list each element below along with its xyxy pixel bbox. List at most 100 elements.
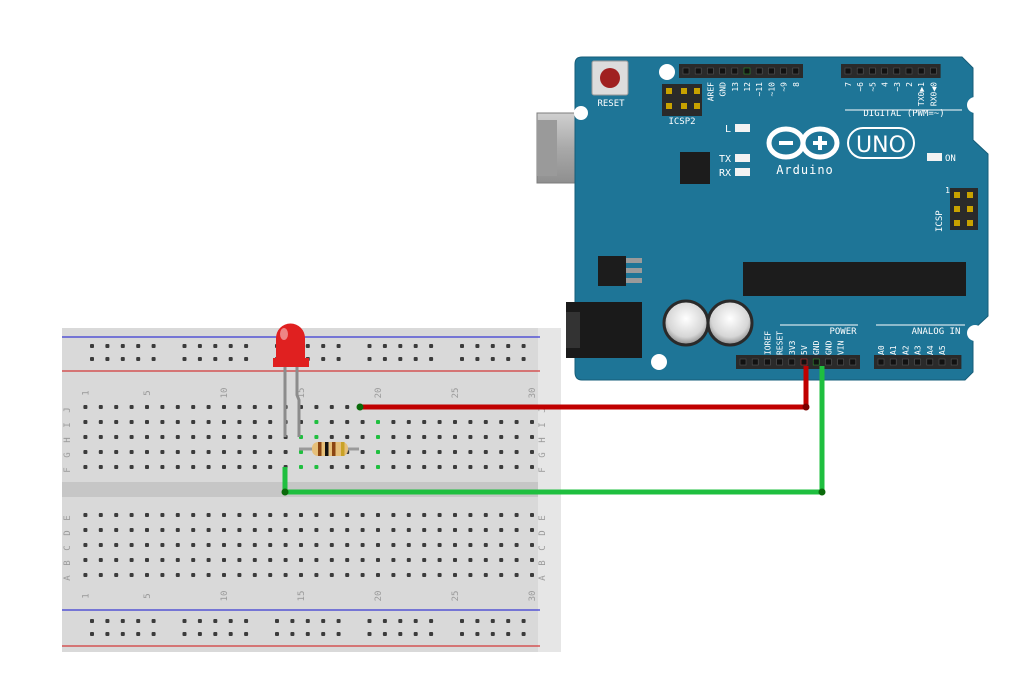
breadboard-hole[interactable] — [191, 465, 196, 469]
breadboard-hole[interactable] — [360, 420, 365, 424]
breadboard-hole[interactable] — [422, 420, 427, 424]
breadboard-hole[interactable] — [345, 513, 350, 517]
breadboard-hole[interactable] — [197, 344, 202, 348]
breadboard-hole[interactable] — [336, 619, 341, 623]
breadboard-hole[interactable] — [160, 543, 165, 547]
breadboard-hole[interactable] — [382, 619, 387, 623]
breadboard-hole[interactable] — [483, 513, 488, 517]
breadboard-hole[interactable] — [305, 344, 310, 348]
breadboard-hole[interactable] — [160, 420, 165, 424]
breadboard-hole[interactable] — [275, 632, 279, 636]
breadboard-hole[interactable] — [499, 465, 504, 469]
breadboard-hole[interactable] — [114, 528, 119, 532]
breadboard-hole[interactable] — [222, 435, 226, 439]
breadboard-hole[interactable] — [422, 513, 427, 517]
breadboard-hole[interactable] — [345, 543, 350, 547]
breadboard-hole[interactable] — [483, 420, 488, 424]
breadboard-hole[interactable] — [429, 619, 434, 623]
breadboard-hole[interactable] — [213, 344, 218, 348]
breadboard-hole[interactable] — [437, 513, 442, 517]
breadboard-hole[interactable] — [422, 528, 427, 532]
breadboard-hole[interactable] — [406, 420, 411, 424]
header-socket[interactable] — [768, 67, 775, 75]
header-socket[interactable] — [914, 358, 921, 366]
breadboard-hole[interactable] — [237, 573, 242, 577]
breadboard-hole[interactable] — [244, 632, 249, 636]
breadboard-hole[interactable] — [460, 344, 464, 348]
breadboard-hole[interactable] — [483, 543, 488, 547]
breadboard-hole[interactable] — [391, 450, 396, 454]
breadboard-hole[interactable] — [129, 450, 134, 454]
breadboard-hole[interactable] — [145, 558, 149, 562]
breadboard-hole[interactable] — [376, 435, 380, 439]
breadboard-hole[interactable] — [453, 435, 457, 439]
breadboard-hole[interactable] — [530, 435, 534, 439]
breadboard-hole[interactable] — [299, 573, 303, 577]
breadboard-hole[interactable] — [114, 573, 119, 577]
breadboard-hole[interactable] — [145, 465, 149, 469]
breadboard-hole[interactable] — [105, 619, 110, 623]
breadboard-hole[interactable] — [376, 528, 380, 532]
breadboard-hole[interactable] — [175, 558, 180, 562]
breadboard-hole[interactable] — [437, 435, 442, 439]
breadboard-hole[interactable] — [336, 632, 341, 636]
breadboard-hole[interactable] — [145, 573, 149, 577]
breadboard-hole[interactable] — [120, 357, 125, 361]
breadboard-hole[interactable] — [83, 405, 88, 409]
breadboard-hole[interactable] — [283, 513, 288, 517]
breadboard-hole[interactable] — [499, 435, 504, 439]
breadboard-hole[interactable] — [114, 405, 119, 409]
breadboard-hole[interactable] — [268, 543, 273, 547]
header-socket[interactable] — [881, 67, 888, 75]
breadboard-hole[interactable] — [98, 420, 103, 424]
breadboard-hole[interactable] — [329, 465, 334, 469]
breadboard-hole[interactable] — [382, 357, 387, 361]
breadboard-hole[interactable] — [114, 435, 119, 439]
breadboard-hole[interactable] — [299, 450, 303, 454]
breadboard-hole[interactable] — [514, 450, 519, 454]
breadboard-hole[interactable] — [336, 357, 341, 361]
breadboard-hole[interactable] — [129, 435, 134, 439]
breadboard-hole[interactable] — [129, 573, 134, 577]
breadboard-hole[interactable] — [514, 465, 519, 469]
breadboard-hole[interactable] — [120, 344, 125, 348]
header-socket[interactable] — [837, 358, 844, 366]
breadboard-hole[interactable] — [321, 632, 326, 636]
breadboard-hole[interactable] — [237, 465, 242, 469]
breadboard-hole[interactable] — [506, 357, 511, 361]
breadboard-hole[interactable] — [360, 558, 365, 562]
breadboard-hole[interactable] — [129, 513, 134, 517]
breadboard-hole[interactable] — [376, 543, 380, 547]
breadboard-hole[interactable] — [222, 405, 226, 409]
breadboard-hole[interactable] — [290, 619, 295, 623]
breadboard-hole[interactable] — [136, 632, 141, 636]
breadboard-hole[interactable] — [437, 465, 442, 469]
breadboard-hole[interactable] — [275, 619, 279, 623]
breadboard-hole[interactable] — [514, 573, 519, 577]
breadboard-hole[interactable] — [345, 528, 350, 532]
breadboard-hole[interactable] — [175, 420, 180, 424]
header-socket[interactable] — [926, 358, 934, 366]
breadboard-hole[interactable] — [252, 435, 257, 439]
breadboard-hole[interactable] — [413, 632, 418, 636]
breadboard-hole[interactable] — [530, 450, 534, 454]
breadboard-hole[interactable] — [83, 435, 88, 439]
breadboard-hole[interactable] — [329, 573, 334, 577]
header-socket[interactable] — [694, 67, 702, 75]
breadboard-hole[interactable] — [314, 435, 319, 439]
breadboard-hole[interactable] — [514, 528, 519, 532]
header-socket[interactable] — [780, 67, 787, 75]
breadboard-hole[interactable] — [437, 450, 442, 454]
breadboard-hole[interactable] — [499, 543, 504, 547]
breadboard-hole[interactable] — [406, 465, 411, 469]
breadboard-hole[interactable] — [453, 513, 457, 517]
breadboard-hole[interactable] — [191, 405, 196, 409]
breadboard-hole[interactable] — [521, 632, 526, 636]
breadboard-hole[interactable] — [237, 405, 242, 409]
breadboard-hole[interactable] — [237, 543, 242, 547]
header-socket[interactable] — [800, 358, 808, 366]
breadboard-hole[interactable] — [136, 619, 141, 623]
breadboard-hole[interactable] — [475, 344, 480, 348]
breadboard-hole[interactable] — [228, 357, 233, 361]
breadboard-hole[interactable] — [429, 344, 434, 348]
